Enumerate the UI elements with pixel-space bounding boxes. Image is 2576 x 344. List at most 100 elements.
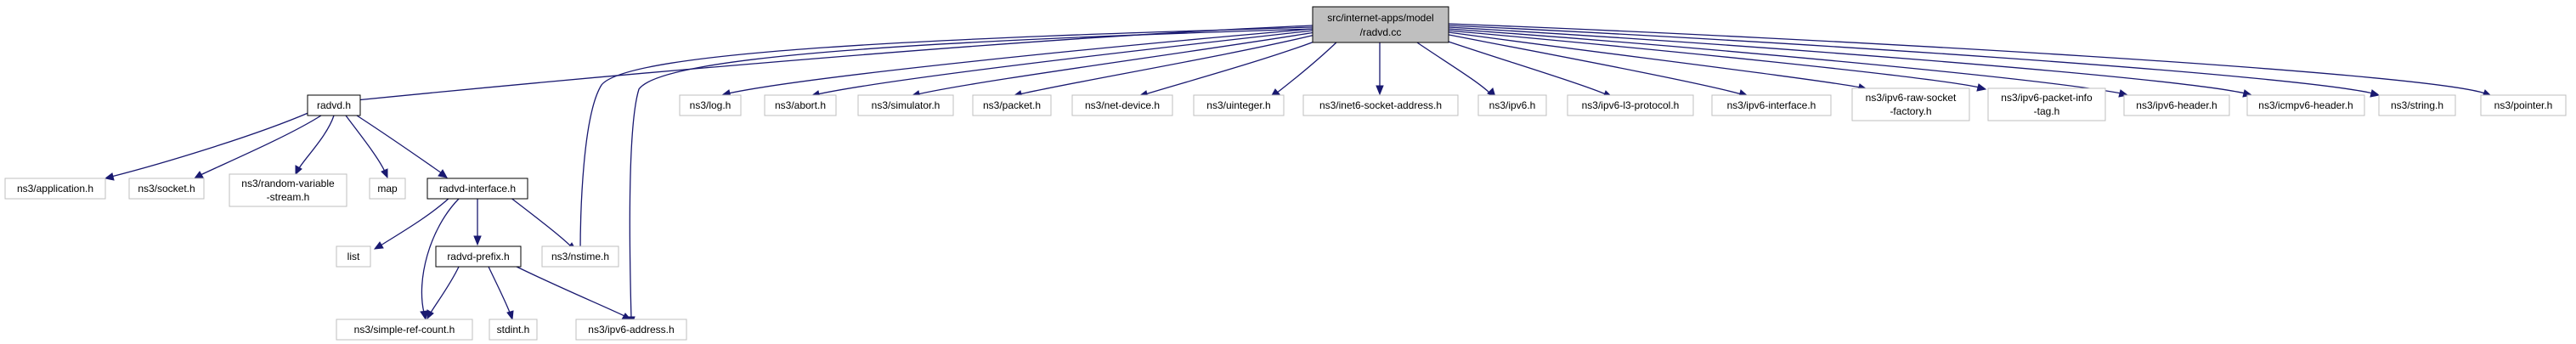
edge-radvd-h-map [345,115,386,172]
node-application-h[interactable]: ns3/application.h [4,178,106,200]
node-label: ns3/ipv6-header.h [2136,99,2217,111]
node-label-line2: -tag.h [2034,105,2060,117]
edge-radvd-prefix-h-simple-ref-count-h [430,266,460,313]
node-label: ns3/socket.h [138,183,195,195]
node-label-line2: -stream.h [267,191,310,203]
arrowhead [420,310,428,321]
edge-root-simulator-h [917,31,1316,95]
node-ipv6-packet-info-tag-h[interactable]: ns3/ipv6-packet-info -tag.h [1987,87,2106,121]
node-ipv6-interface-h[interactable]: ns3/ipv6-interface.h [1711,94,1832,116]
edge-root-abort-h [816,30,1313,95]
node-simulator-h[interactable]: ns3/simulator.h [857,94,954,116]
node-net-device-h[interactable]: ns3/net-device.h [1071,94,1173,116]
node-log-h[interactable]: ns3/log.h [679,94,742,116]
edge-root-pointer-h [1448,23,2486,94]
node-label: ns3/net-device.h [1085,99,1160,111]
graph-nodes: src/internet-apps/model /radvd.cc radvd.… [4,6,2567,341]
edge-root-ipv6-interface-h [1443,33,1743,95]
node-nstime-h[interactable]: ns3/nstime.h [541,245,619,268]
node-random-variable-stream-h[interactable]: ns3/random-variable -stream.h [229,173,347,207]
edge-radvd-interface-h-simple-ref-count-h [421,198,460,313]
node-label: ns3/application.h [17,183,93,195]
node-stdint-h[interactable]: stdint.h [489,319,538,341]
root-label-line1: src/internet-apps/model [1327,12,1433,24]
node-label: ns3/pointer.h [2494,99,2553,111]
node-icmpv6-header-h[interactable]: ns3/icmpv6-header.h [2246,94,2365,116]
node-radvd-prefix-h[interactable]: radvd-prefix.h [435,245,522,268]
node-list[interactable]: list [336,245,371,268]
node-packet-h[interactable]: ns3/packet.h [972,94,1052,116]
node-label: ns3/simulator.h [872,99,941,111]
node-socket-h[interactable]: ns3/socket.h [128,178,205,200]
node-label: radvd.h [317,99,351,111]
edge-root-icmpv6-header-h [1448,26,2246,94]
edge-radvd-interface-h-nstime-h [509,196,572,247]
node-label: ns3/log.h [690,99,732,111]
node-label: ns3/uinteger.h [1206,99,1270,111]
node-label: ns3/ipv6-l3-protocol.h [1582,99,1680,111]
node-label: map [377,183,398,195]
node-label: ns3/inet6-socket-address.h [1319,99,1442,111]
arrowhead [381,168,388,179]
arrowhead [193,171,204,179]
node-simple-ref-count-h[interactable]: ns3/simple-ref-count.h [336,319,473,341]
edge-root-packet-h [1019,33,1319,95]
edge-radvd-h-application-h [110,111,311,178]
edge-root-ipv6-header-h [1448,28,2122,94]
edge-root-uinteger-h [1275,40,1339,94]
edge-radvd-h-random-variable-stream-h [298,115,335,169]
node-ipv6-l3-protocol-h[interactable]: ns3/ipv6-l3-protocol.h [1567,94,1694,116]
node-label: ns3/simple-ref-count.h [354,324,455,336]
edge-root-nstime-h [579,26,1313,254]
arrowhead [104,172,115,181]
arrowhead [506,310,514,321]
root-node[interactable]: src/internet-apps/model /radvd.cc [1312,6,1449,43]
node-label: ns3/abort.h [775,99,826,111]
node-label: ns3/icmpv6-header.h [2258,99,2353,111]
arrowhead [1976,83,1987,92]
node-ipv6-raw-socket-factory-h[interactable]: ns3/ipv6-raw-socket -factory.h [1851,87,1970,121]
node-label-line2: -factory.h [1890,105,1931,117]
node-string-h[interactable]: ns3/string.h [2378,94,2456,116]
edge-radvd-interface-h-list [380,196,451,246]
node-label-line1: ns3/ipv6-packet-info [2001,92,2093,104]
edge-root-ipv6-raw-socket-factory-h [1448,31,1861,88]
arrowhead [295,165,302,176]
node-label: stdint.h [497,324,530,336]
node-label: ns3/ipv6-interface.h [1727,99,1816,111]
arrowhead [438,169,448,178]
node-uinteger-h[interactable]: ns3/uinteger.h [1193,94,1285,116]
node-abort-h[interactable]: ns3/abort.h [764,94,837,116]
arrowhead [373,241,384,250]
edge-radvd-prefix-h-ipv6-address-h [509,262,625,317]
node-label: ns3/packet.h [983,99,1041,111]
node-pointer-h[interactable]: ns3/pointer.h [2480,94,2567,116]
node-ipv6-address-h[interactable]: ns3/ipv6-address.h [575,319,687,341]
node-inet6-socket-address-h[interactable]: ns3/inet6-socket-address.h [1302,94,1459,116]
edge-root-radvd-h [355,25,1313,101]
node-label: ns3/nstime.h [551,251,609,262]
root-label-line2: /radvd.cc [1360,26,1402,38]
node-ipv6-header-h[interactable]: ns3/ipv6-header.h [2123,94,2230,116]
arrowhead [2370,89,2381,98]
node-label: ns3/string.h [2391,99,2443,111]
node-label-line1: ns3/random-variable [241,178,335,189]
edge-root-ipv6-address-h [629,28,1313,319]
node-label: ns3/ipv6-address.h [588,324,674,336]
node-label: radvd-interface.h [439,183,516,195]
node-label-line1: ns3/ipv6-raw-socket [1866,92,1957,104]
node-label: ns3/ipv6.h [1489,99,1536,111]
node-map[interactable]: map [369,178,406,200]
arrowhead [473,235,482,246]
graph-edges [104,23,2493,327]
edge-radvd-h-radvd-interface-h [356,115,443,174]
node-label: radvd-prefix.h [447,251,509,262]
edge-root-ipv6-h [1414,40,1491,94]
edge-root-ipv6-l3-protocol-h [1435,37,1607,95]
node-radvd-h[interactable]: radvd.h [307,94,361,116]
node-radvd-interface-h[interactable]: radvd-interface.h [427,178,528,200]
arrowhead [1376,85,1384,96]
node-ipv6-h[interactable]: ns3/ipv6.h [1477,94,1547,116]
edge-root-log-h [727,28,1313,94]
edge-root-string-h [1448,25,2374,94]
